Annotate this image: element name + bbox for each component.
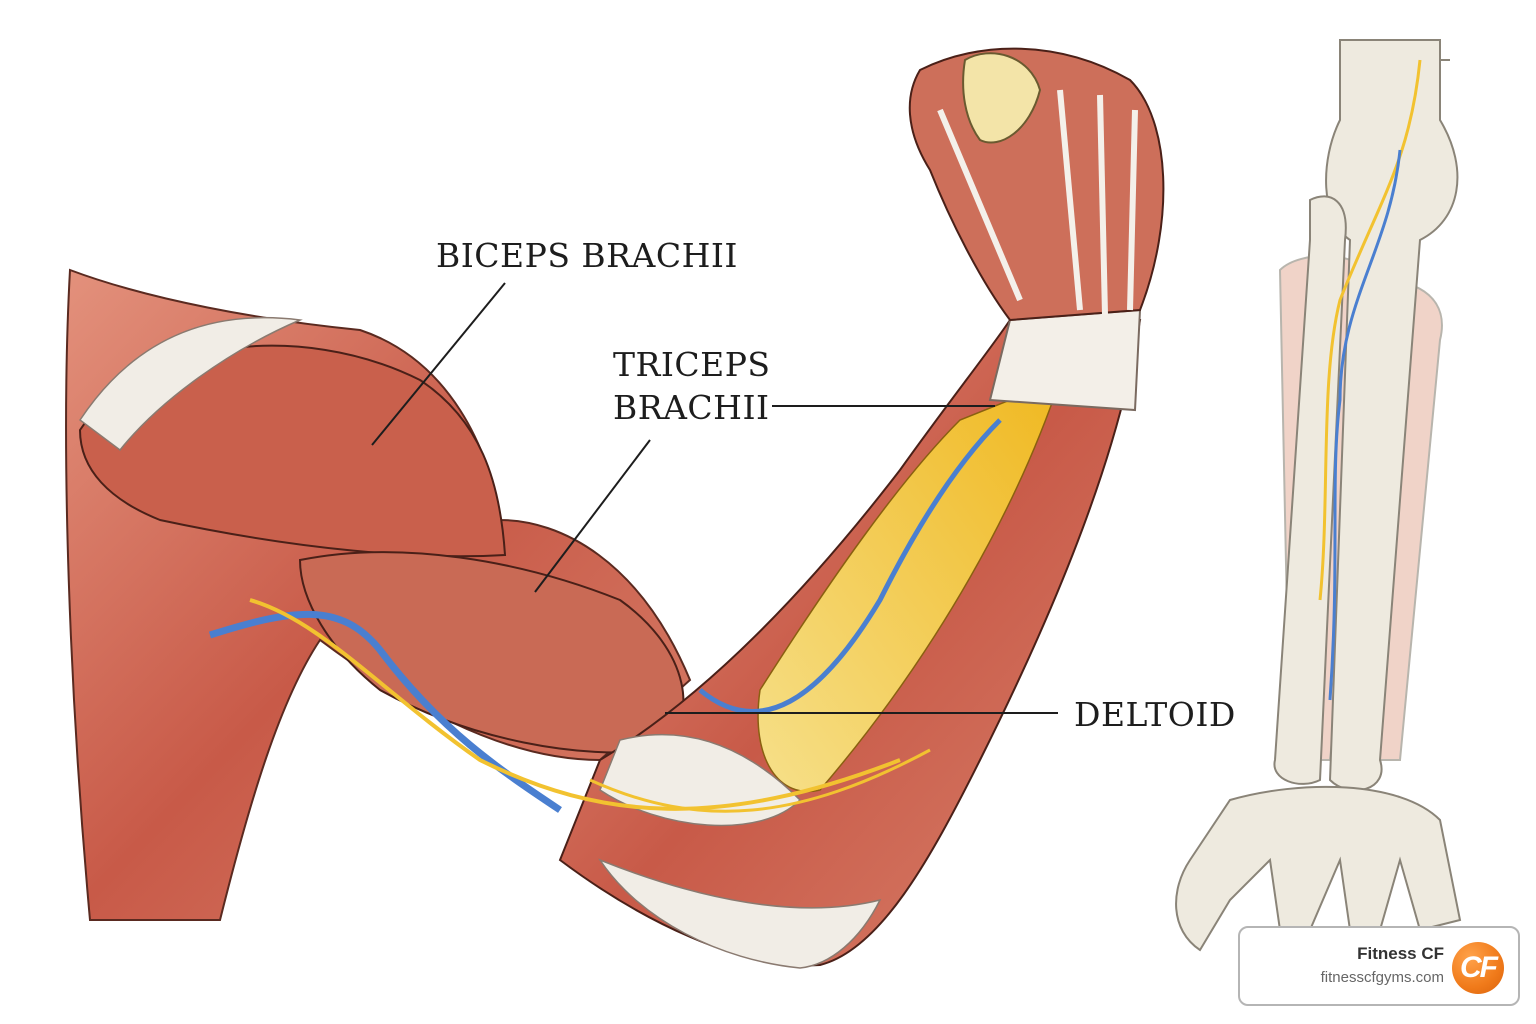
label-triceps-line2: BRACHII xyxy=(613,388,770,427)
biceps-leader-line xyxy=(371,282,506,446)
bone-nerve xyxy=(1318,59,1422,601)
vein-forearm xyxy=(698,418,1002,715)
label-deltoid: DELTOID xyxy=(1074,695,1236,734)
brand-badge: Fitness CF fitnesscfgyms.com CF xyxy=(1238,926,1520,1006)
thumb xyxy=(962,52,1042,144)
nerve-forearm xyxy=(589,748,931,813)
brachioradialis xyxy=(757,378,1062,793)
brand-name: Fitness CF xyxy=(1357,944,1444,963)
leader-lines xyxy=(371,282,1058,714)
triceps-leader-line-2 xyxy=(534,439,651,593)
label-biceps-brachii: BICEPS BRACHII xyxy=(436,236,738,275)
forearm-bones-drawing xyxy=(1175,39,1462,952)
bone-vein xyxy=(1328,149,1402,701)
nerve xyxy=(249,598,901,811)
forearm-base-tendon xyxy=(598,858,882,969)
wrist-retinaculum xyxy=(988,308,1142,412)
shoulder-tendon xyxy=(78,316,303,452)
brand-logo-icon: CF xyxy=(1452,942,1504,994)
brand-url: fitnesscfgyms.com xyxy=(1320,969,1444,986)
hand-tendons xyxy=(937,89,1138,316)
label-triceps-line1: TRICEPS xyxy=(613,345,771,384)
